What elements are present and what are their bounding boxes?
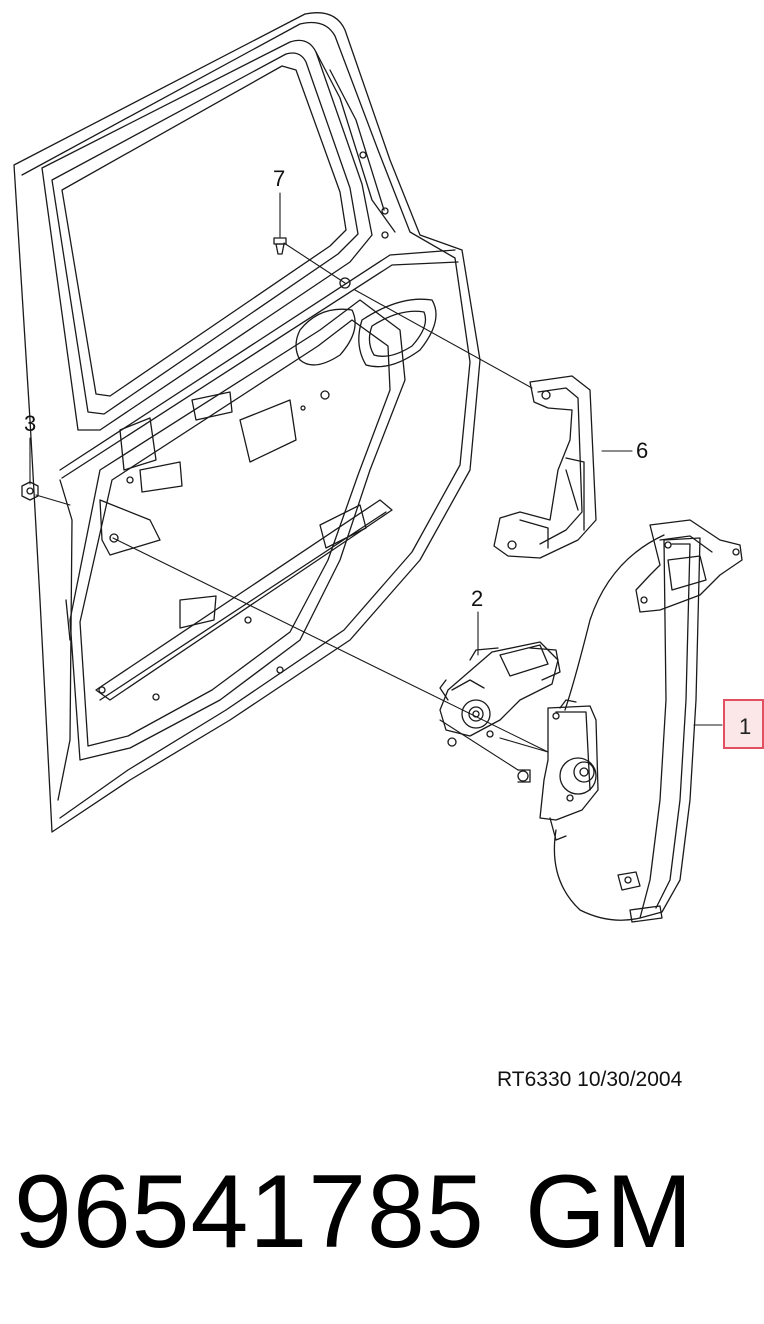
brand-name: GM xyxy=(525,1154,693,1270)
callout-1: 1 xyxy=(739,714,752,739)
leader-lines xyxy=(30,193,722,770)
door-window-regulator-diagram xyxy=(0,0,764,960)
callout-1-highlight[interactable]: 1 xyxy=(723,699,764,749)
callout-3: 3 xyxy=(24,411,37,436)
rear-door-shell xyxy=(14,13,480,832)
nut-part-3 xyxy=(22,482,38,500)
drawing-reference: RT6330 10/30/2004 xyxy=(497,1068,683,1091)
bracket-part-6 xyxy=(494,376,596,558)
callout-6: 6 xyxy=(636,438,649,463)
screw-part-7 xyxy=(274,238,286,254)
motor-part-2 xyxy=(440,642,560,746)
window-regulator-part-1 xyxy=(518,520,742,922)
callout-7: 7 xyxy=(273,166,286,191)
part-number: 96541785 xyxy=(14,1154,485,1270)
callout-2: 2 xyxy=(471,586,484,611)
